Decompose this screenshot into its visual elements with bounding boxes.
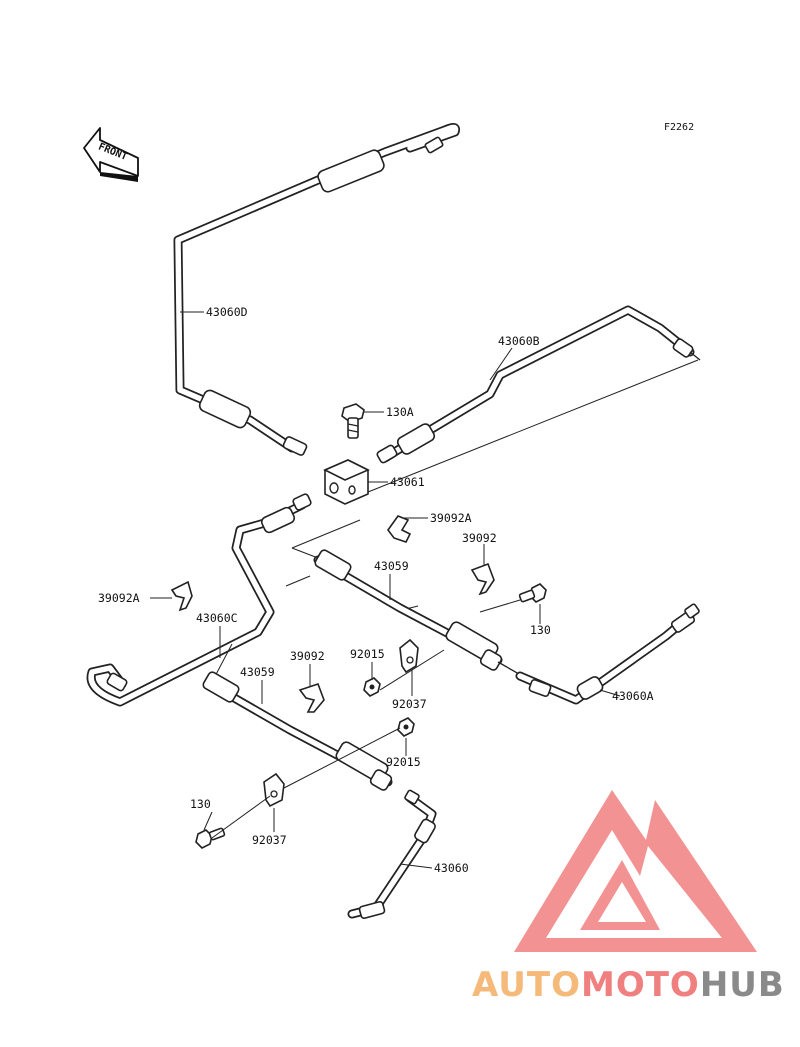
label-130A: 130A: [386, 405, 414, 419]
brake-pipe-43060D: [173, 122, 460, 456]
front-arrow-icon: FRONT: [83, 127, 139, 182]
bolt-130-right: [518, 583, 547, 603]
part-labels: 43060D 43060B 130A 43061 39092A 39092 43…: [98, 305, 654, 875]
label-43061: 43061: [390, 475, 425, 489]
bracket-92037-left: [263, 772, 285, 808]
label-43060B: 43060B: [498, 334, 540, 348]
label-43060D: 43060D: [206, 305, 248, 319]
brake-pipe-43060C: [86, 493, 312, 707]
bolt-130-left: [195, 827, 226, 849]
bolt-130A: [341, 403, 365, 439]
nut-92015-top: [363, 677, 381, 697]
label-92037-left: 92037: [252, 833, 287, 847]
svg-text:AUTOMOTOHUB: AUTOMOTOHUB: [472, 965, 785, 1005]
label-39092-mid: 39092: [290, 649, 325, 663]
label-130-left: 130: [190, 797, 211, 811]
junction-block-43061: [323, 459, 370, 505]
watermark-logo: [514, 790, 757, 952]
clip-39092A-left: [170, 580, 193, 612]
label-92037-right: 92037: [392, 697, 427, 711]
label-39092A-top: 39092A: [430, 511, 472, 525]
brake-pipe-43060A: [515, 603, 700, 705]
assembly-guide-lines: [211, 359, 699, 683]
nut-92015-bot: [397, 717, 415, 737]
figure-code: F2262: [664, 122, 694, 133]
brake-pipe-43060B: [376, 305, 701, 464]
watermark-hub: HUB: [700, 965, 785, 1005]
label-43060C: 43060C: [196, 611, 238, 625]
label-130-right: 130: [530, 623, 551, 637]
clip-39092-mid: [298, 682, 325, 713]
brake-pipe-43060: [347, 789, 437, 920]
label-leaders: [150, 311, 621, 869]
watermark-moto: MOTO: [581, 965, 700, 1005]
watermark-text: AUTOMOTOHUB: [472, 965, 785, 1005]
label-39092A-left: 39092A: [98, 591, 140, 605]
label-92015-top: 92015: [350, 647, 385, 661]
label-92015-bot: 92015: [386, 755, 421, 769]
bracket-92037-right: [399, 638, 419, 674]
clip-39092-top: [470, 562, 495, 596]
label-43059-top: 43059: [374, 559, 409, 573]
label-43060A: 43060A: [612, 689, 654, 703]
clip-39092A-top: [387, 515, 412, 543]
brake-hose-43059-lower: [202, 671, 393, 791]
label-39092-top: 39092: [462, 531, 497, 545]
watermark-auto: AUTO: [472, 965, 581, 1005]
label-43060: 43060: [434, 861, 469, 875]
label-43059-bot: 43059: [240, 665, 275, 679]
brake-hose-43059-upper: [313, 549, 541, 687]
